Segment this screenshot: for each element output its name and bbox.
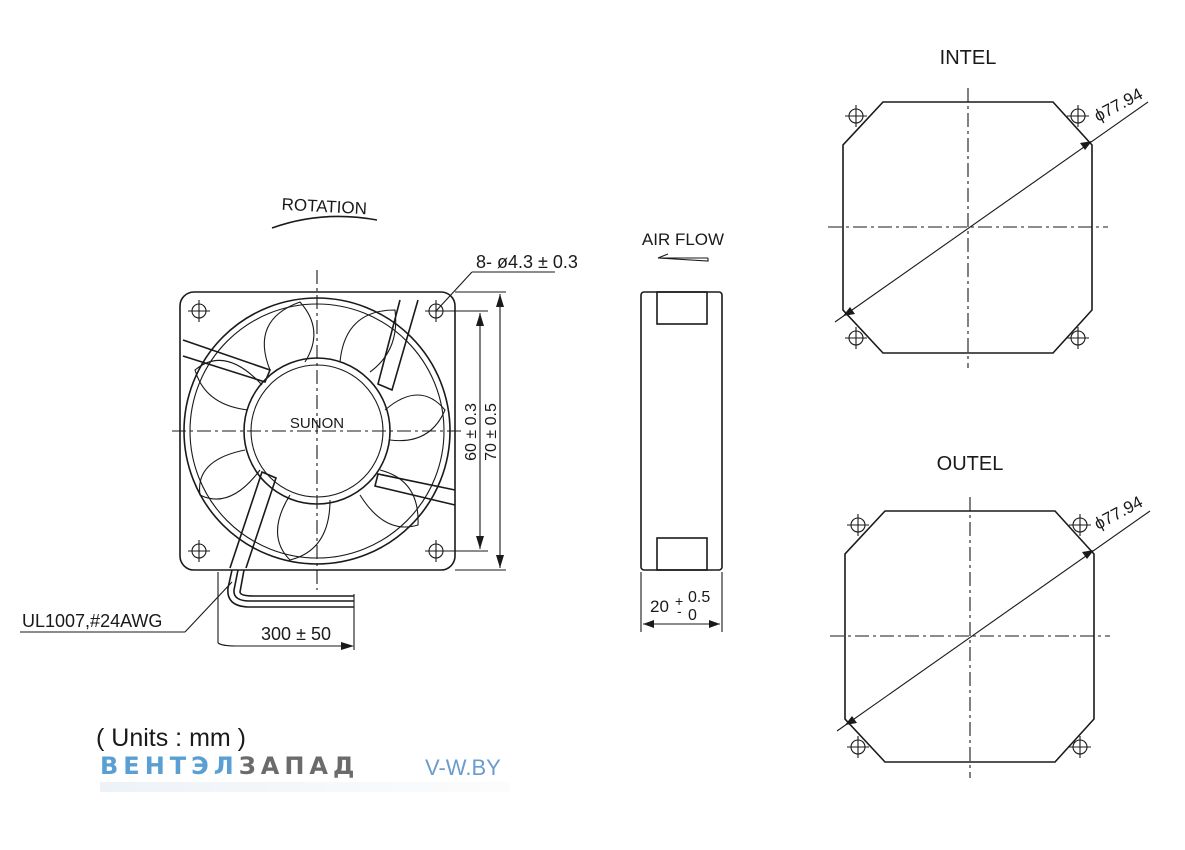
watermark-reflection bbox=[100, 782, 510, 792]
dim-60-label: 60 ± 0.3 bbox=[463, 403, 480, 461]
intel-hole-marks bbox=[845, 105, 1089, 349]
lead-wires bbox=[217, 569, 355, 650]
lead-length-label: 300 ± 50 bbox=[261, 624, 331, 644]
rotation-label: ROTATION bbox=[281, 195, 367, 218]
watermark-part-a: ВЕНТЭЛ bbox=[100, 752, 239, 780]
fan-front-view: SUNON ROTATION 8- ø4.3 ± 0.3 60 ± 0.3 70 bbox=[20, 195, 578, 650]
outel-title: OUTEL bbox=[937, 453, 1004, 475]
thickness-label: 20 bbox=[650, 597, 669, 616]
fan-blades bbox=[194, 301, 446, 561]
watermark-logo: ВЕНТЭЛЗАПАД bbox=[100, 752, 359, 780]
rotation-arc bbox=[271, 215, 378, 229]
thickness-upper-tol: 0.5 bbox=[688, 589, 710, 606]
units-note: ( Units : mm ) bbox=[96, 724, 246, 752]
wire-spec-label: UL1007,#24AWG bbox=[22, 611, 162, 631]
watermark-part-b: ЗАПАД bbox=[238, 752, 360, 780]
intel-title: INTEL bbox=[940, 47, 997, 69]
intel-diameter-label: ϕ77.94 bbox=[1091, 84, 1146, 125]
outel-view: OUTEL ϕ77.94 bbox=[830, 453, 1151, 778]
watermark-site[interactable]: V-W.BY bbox=[425, 755, 501, 780]
fan-spokes bbox=[182, 299, 456, 569]
dimension-70 bbox=[455, 291, 506, 571]
air-flow-arrow bbox=[657, 253, 709, 262]
thickness-plus-sign: + bbox=[675, 593, 683, 609]
outel-diameter-label: ϕ77.94 bbox=[1091, 492, 1146, 533]
dim-70-label: 70 ± 0.5 bbox=[483, 403, 500, 461]
outel-hole-marks bbox=[847, 514, 1091, 758]
mounting-hole-marks bbox=[188, 300, 447, 562]
dimension-60 bbox=[445, 310, 488, 552]
thickness-minus-sign: - bbox=[677, 603, 682, 619]
intel-view: INTEL ϕ77.94 bbox=[828, 47, 1149, 368]
thickness-lower-tol: 0 bbox=[688, 607, 697, 624]
air-flow-label: AIR FLOW bbox=[642, 230, 724, 249]
hole-spec-label: 8- ø4.3 ± 0.3 bbox=[476, 252, 578, 272]
fan-side-view: AIR FLOW 20 + - 0.5 0 bbox=[640, 230, 724, 632]
